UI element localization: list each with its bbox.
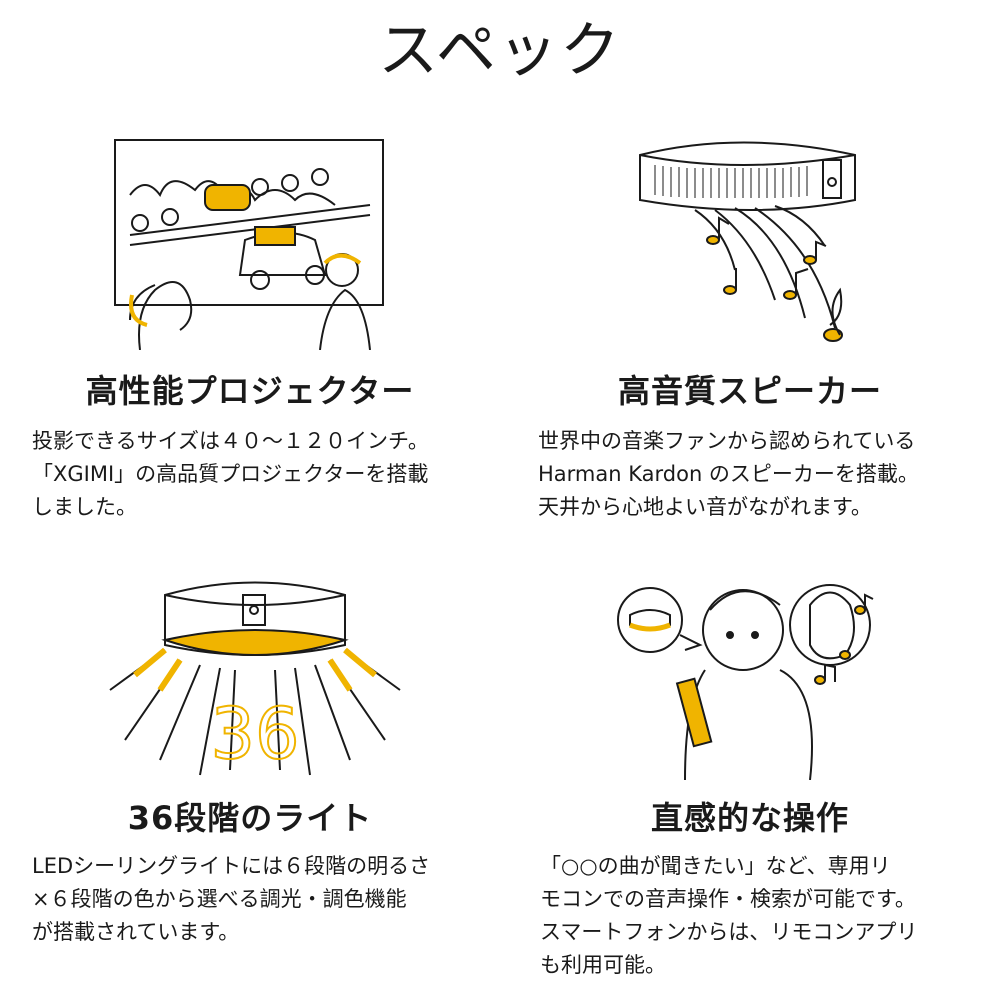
feature-description: 「○○の曲が聞きたい」など、専用リ モコンでの音声操作・検索が可能です。 スマー… — [540, 850, 980, 982]
feature-heading: 高音質スピーカー — [617, 372, 882, 410]
description-line: 天井から心地よい音がながれます。 — [538, 495, 872, 519]
feature-description: 投影できるサイズは４０～１２０インチ。 「XGIMI」の高品質プロジェクターを搭… — [32, 425, 472, 524]
ceiling-light-illustration: 36 — [109, 581, 401, 776]
feature-heading: 直感的な操作 — [650, 799, 849, 837]
page-title: スペック — [378, 16, 622, 86]
ceiling-speaker-illustration — [639, 141, 856, 342]
description-line: 「○○の曲が聞きたい」など、専用リ — [540, 854, 891, 878]
description-line: モコンでの音声操作・検索が可能です。 — [540, 887, 916, 911]
description-line: しました。 — [32, 495, 137, 519]
description-line: LEDシーリングライトには６段階の明るさ — [32, 854, 431, 878]
description-line: スマートフォンからは、リモコンアプリ — [540, 920, 918, 944]
description-line: 「XGIMI」の高品質プロジェクターを搭載 — [32, 462, 429, 486]
feature-description: LEDシーリングライトには６段階の明るさ ×６段階の色から選べる調光・調色機能 … — [32, 850, 472, 949]
feature-heading: 高性能プロジェクター — [85, 372, 415, 410]
description-line: 投影できるサイズは４０～１２０インチ。 — [32, 429, 429, 453]
description-line: が搭載されています。 — [32, 920, 240, 944]
illustration-number: 36 — [210, 693, 299, 775]
description-line: Harman Kardon のスピーカーを搭載。 — [538, 462, 919, 486]
description-line: も利用可能。 — [540, 953, 666, 977]
projection-screen-illustration — [114, 139, 384, 350]
description-line: ×６段階の色から選べる調光・調色機能 — [32, 887, 407, 911]
feature-heading: 36段階のライト — [127, 799, 373, 837]
feature-description: 世界中の音楽ファンから認められている Harman Kardon のスピーカーを… — [538, 425, 978, 524]
voice-remote-illustration — [617, 584, 874, 780]
description-line: 世界中の音楽ファンから認められている — [538, 429, 916, 453]
